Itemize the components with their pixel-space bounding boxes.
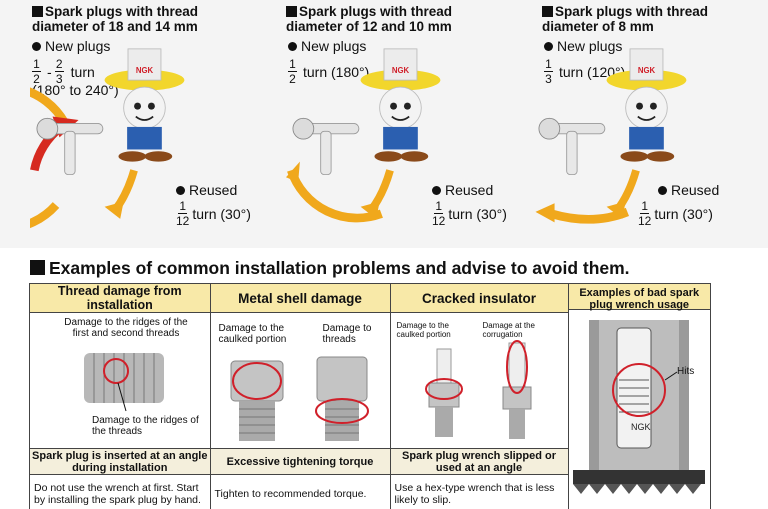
angle-range: (180° to 240°) bbox=[32, 82, 119, 98]
bullet-icon bbox=[288, 42, 297, 51]
svg-text:NGK: NGK bbox=[631, 422, 651, 432]
header-cracked-insulator: Cracked insulator bbox=[389, 283, 569, 313]
svg-text:NGK: NGK bbox=[392, 66, 410, 75]
cracked-label-2: Damage at the corrugation bbox=[482, 321, 535, 339]
bullet-icon bbox=[432, 186, 441, 195]
bullet-icon bbox=[32, 42, 41, 51]
bullet-icon bbox=[176, 186, 185, 195]
thread-damage-plug bbox=[84, 353, 164, 412]
bad-wrench-usage-cell: Examples of bad spark plug wrench usage … bbox=[567, 283, 711, 509]
advice-cracked-insulator: Use a hex-type wrench that is less likel… bbox=[389, 474, 569, 509]
plug-mascot-illustration: NGK bbox=[30, 48, 185, 229]
section-title: Examples of common installation problems… bbox=[30, 258, 630, 279]
reused-label: Reused bbox=[176, 182, 237, 198]
square-bullet-icon bbox=[30, 260, 45, 275]
shell-damage-label-1: Damage to the caulked portion bbox=[218, 323, 287, 345]
cause-thread-damage: Spark plug is inserted at an angle durin… bbox=[29, 448, 211, 475]
panel-title: Spark plugs with thread diameter of 18 a… bbox=[32, 4, 199, 34]
cause-shell-damage: Excessive tightening torque bbox=[209, 448, 391, 475]
square-bullet-icon bbox=[542, 6, 553, 17]
reused-label: Reused bbox=[658, 182, 719, 198]
panel-12-10mm: Spark plugs with thread diameter of 12 a… bbox=[256, 0, 512, 248]
header-thread-damage: Thread damage from installation bbox=[29, 283, 211, 313]
svg-text:Hits: Hits bbox=[677, 366, 694, 377]
advice-thread-damage: Do not use the wrench at first. Start by… bbox=[29, 474, 211, 509]
tightening-guide: Spark plugs with thread diameter of 18 a… bbox=[0, 0, 768, 248]
cracked-insulator-plugs bbox=[424, 340, 531, 439]
new-plugs-label: New plugs bbox=[32, 38, 110, 54]
thread-damage-label-2: Damage to the ridges of the threads bbox=[92, 415, 199, 437]
problems-table: Thread damage from installation Metal sh… bbox=[29, 283, 711, 509]
new-plugs-label: New plugs bbox=[544, 38, 622, 54]
shell-damage-image: Damage to the caulked portion Damage to … bbox=[209, 312, 391, 449]
cracked-label-1: Damage to the caulked portion bbox=[396, 321, 451, 339]
svg-text:NGK: NGK bbox=[638, 66, 656, 75]
plug-mascot-illustration: NGK bbox=[535, 48, 687, 224]
thread-damage-image: Damage to the ridges of the first and se… bbox=[29, 312, 211, 449]
square-bullet-icon bbox=[286, 6, 297, 17]
panel-8mm: Spark plugs with thread diameter of 8 mm… bbox=[512, 0, 768, 248]
square-bullet-icon bbox=[32, 6, 43, 17]
plug-mascot-illustration: NGK bbox=[286, 48, 441, 223]
panel-18-14mm: Spark plugs with thread diameter of 18 a… bbox=[0, 0, 256, 248]
wrench-usage-illustration: Hits NGK bbox=[572, 320, 705, 494]
cause-cracked-insulator: Spark plug wrench slipped or used at an … bbox=[389, 448, 569, 475]
bullet-icon bbox=[658, 186, 667, 195]
panel-title: Spark plugs with thread diameter of 8 mm bbox=[542, 4, 709, 34]
bullet-icon bbox=[544, 42, 553, 51]
reused-label: Reused bbox=[432, 182, 493, 198]
header-shell-damage: Metal shell damage bbox=[209, 283, 391, 313]
header-bad-wrench-usage: Examples of bad spark plug wrench usage bbox=[568, 284, 710, 311]
new-plugs-label: New plugs bbox=[288, 38, 366, 54]
cracked-insulator-image: Damage to the caulked portion Damage at … bbox=[389, 312, 569, 449]
shell-damage-label-2: Damage to threads bbox=[322, 323, 372, 345]
panel-title: Spark plugs with thread diameter of 12 a… bbox=[286, 4, 453, 34]
thread-damage-label-1: Damage to the ridges of the first and se… bbox=[64, 317, 188, 339]
svg-text:NGK: NGK bbox=[136, 66, 154, 75]
shell-damage-plugs bbox=[230, 356, 369, 441]
advice-shell-damage: Tighten to recommended torque. bbox=[209, 474, 391, 509]
